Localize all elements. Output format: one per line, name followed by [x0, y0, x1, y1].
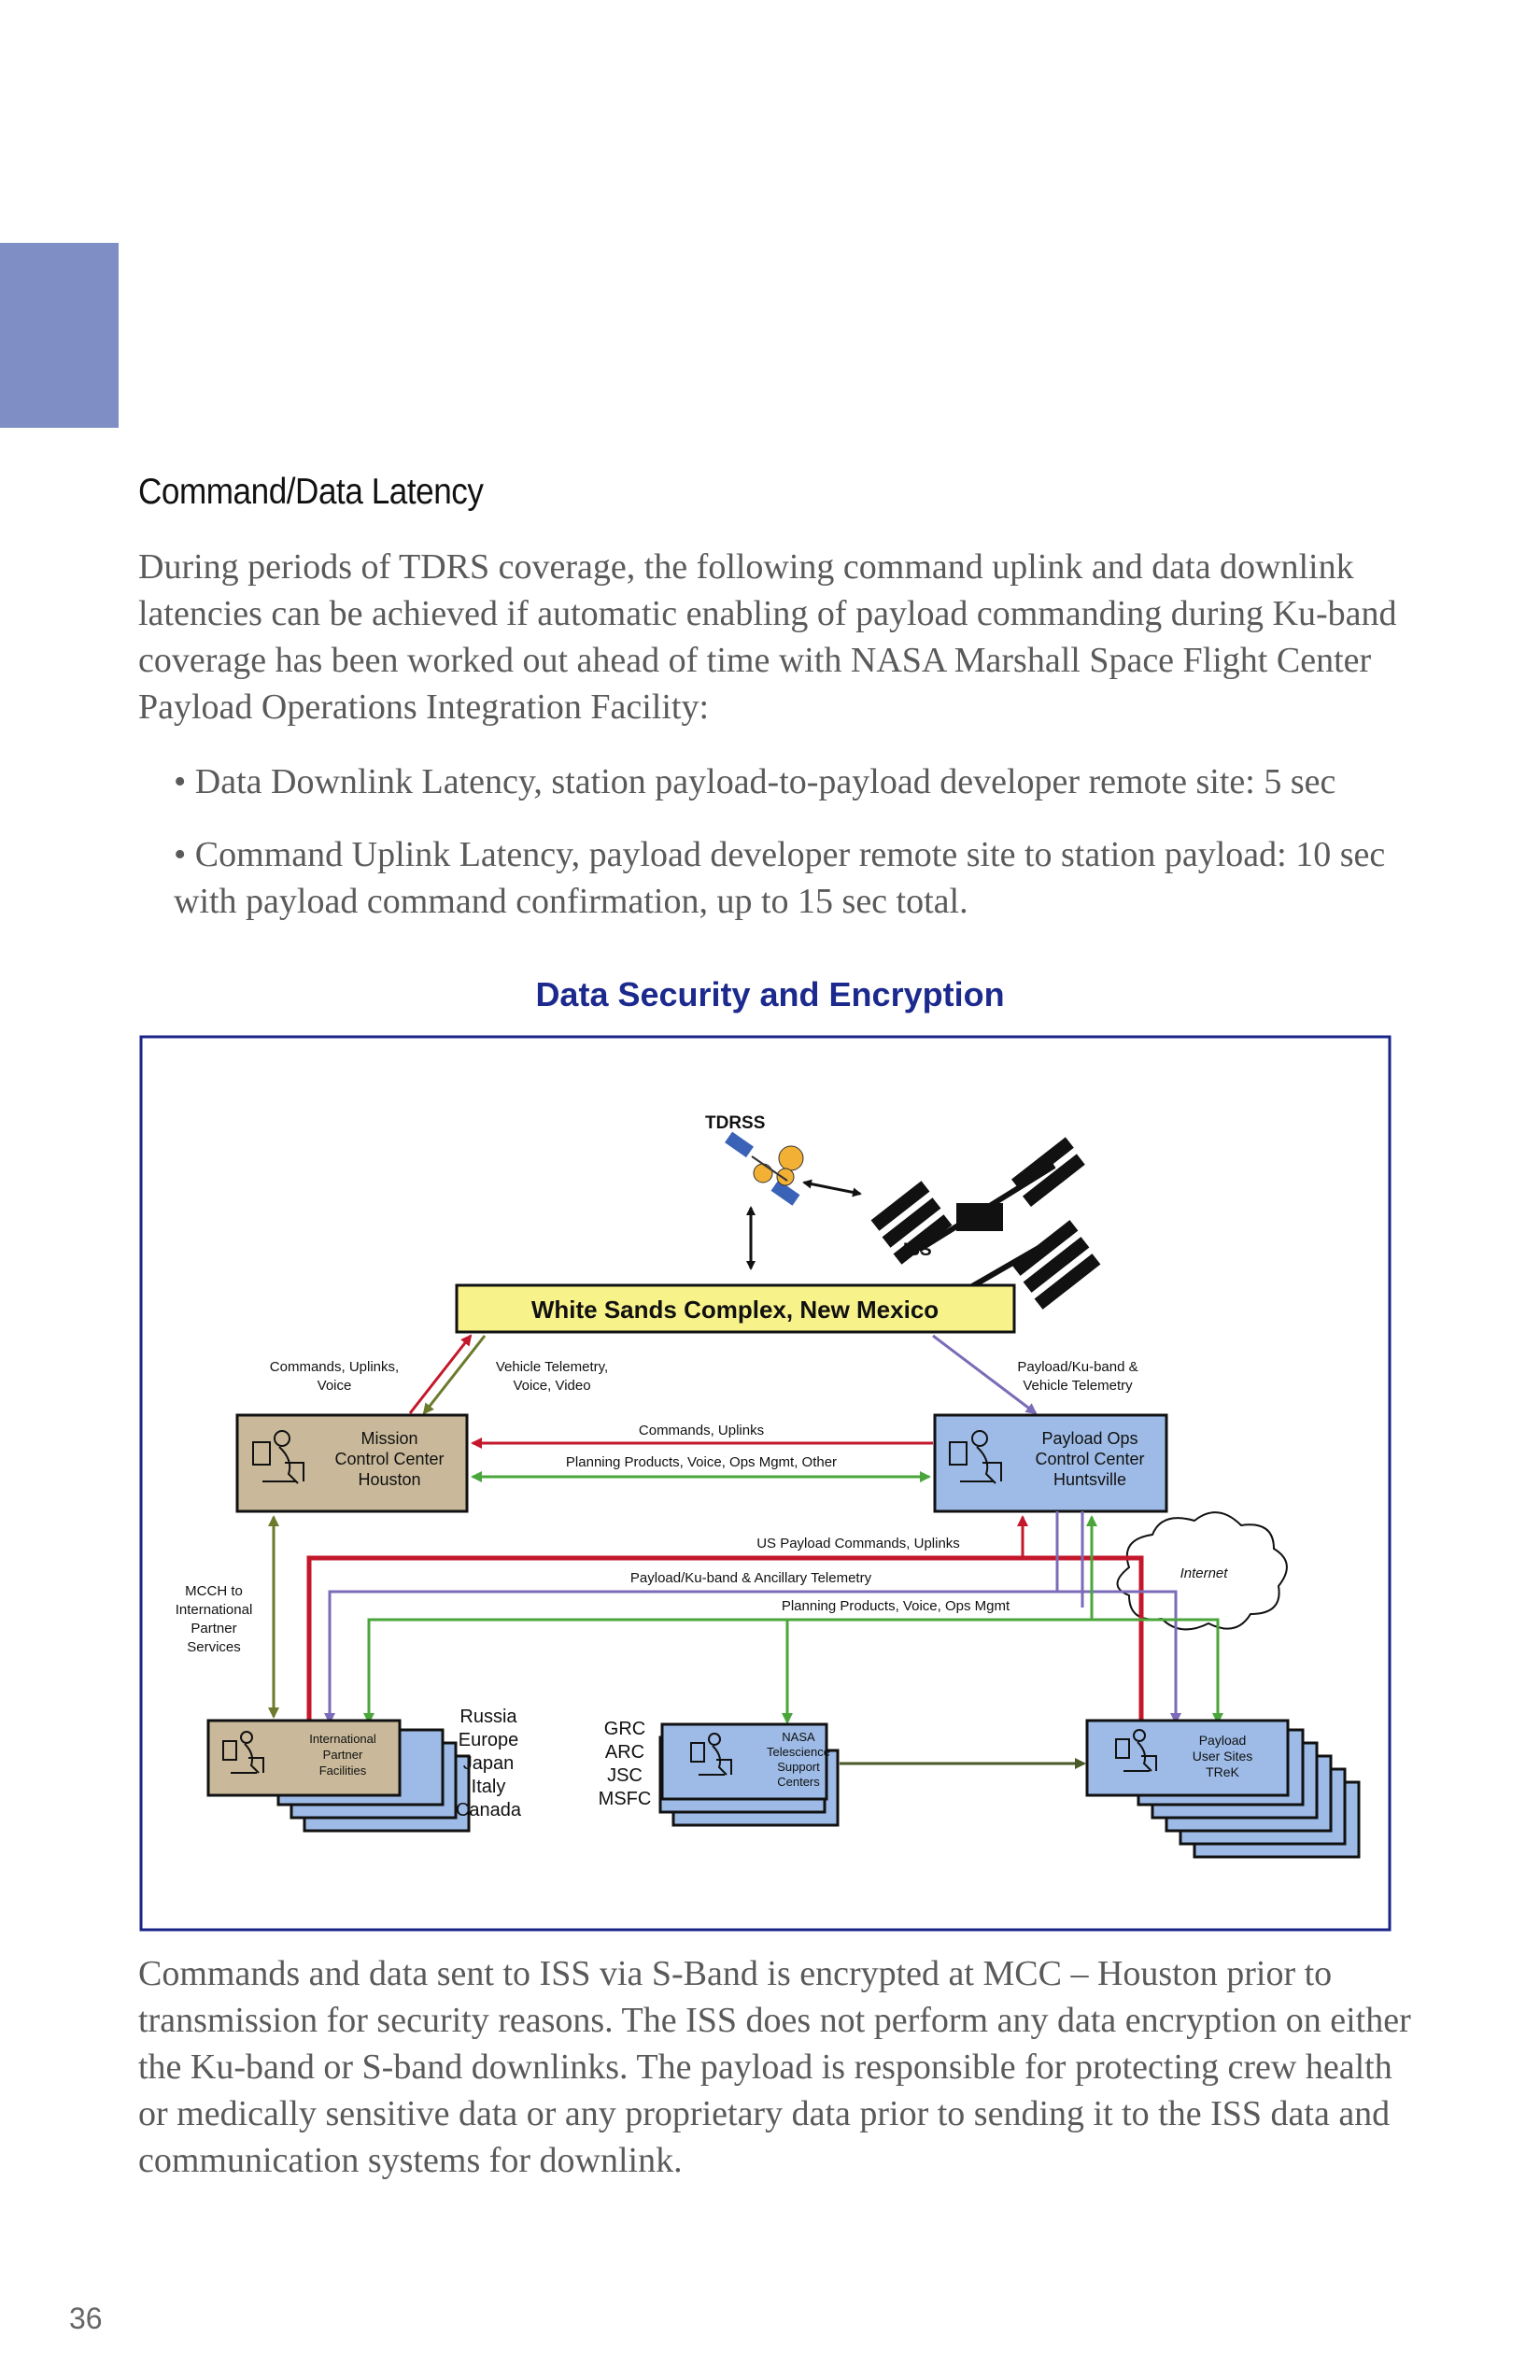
chapter-tab	[0, 243, 119, 428]
label-planning-products-other: Planning Products, Voice, Ops Mgmt, Othe…	[566, 1454, 837, 1470]
iss-label: ISS	[903, 1240, 932, 1260]
tdrss-satellite-icon	[725, 1131, 804, 1206]
network-diagram: TDRSS ISS White Sands Complex, New Mexic…	[139, 1035, 1392, 1932]
bullet-downlink-latency: • Data Downlink Latency, station payload…	[174, 762, 1336, 801]
page-number: 36	[69, 2302, 103, 2335]
internet-label: Internet	[1180, 1565, 1229, 1581]
operator-workstation-icon	[1115, 1729, 1157, 1772]
operator-workstation-icon	[949, 1430, 1002, 1484]
section-heading: Command/Data Latency	[138, 472, 484, 512]
label-us-payload-commands: US Payload Commands, Uplinks	[756, 1536, 960, 1551]
label-ancillary-telemetry: Payload/Ku-band & Ancillary Telemetry	[630, 1570, 872, 1586]
bullet-uplink-latency: • Command Uplink Latency, payload develo…	[174, 835, 1386, 921]
figure-title: Data Security and Encryption	[535, 975, 1005, 1013]
label-commands-uplinks-voice: Commands, Uplinks,Voice	[270, 1359, 399, 1394]
label-vehicle-telemetry: Vehicle Telemetry,Voice, Video	[496, 1359, 608, 1394]
label-planning-voice-ops: Planning Products, Voice, Ops Mgmt	[782, 1598, 1010, 1614]
closing-paragraph: Commands and data sent to ISS via S-Band…	[138, 1954, 1411, 2180]
operator-workstation-icon	[690, 1733, 732, 1776]
label-commands-uplinks: Commands, Uplinks	[639, 1423, 764, 1438]
intro-paragraph: During periods of TDRS coverage, the fol…	[138, 547, 1397, 727]
white-sands-label: White Sands Complex, New Mexico	[531, 1296, 939, 1324]
operator-workstation-icon	[252, 1430, 304, 1484]
label-payload-ku-vehicle: Payload/Ku-band &Vehicle Telemetry	[1017, 1359, 1137, 1394]
iss-station-icon	[869, 1135, 1103, 1311]
operator-workstation-icon	[222, 1731, 264, 1774]
white-sands-box	[455, 1283, 1016, 1334]
tdrss-label: TDRSS	[705, 1113, 765, 1133]
